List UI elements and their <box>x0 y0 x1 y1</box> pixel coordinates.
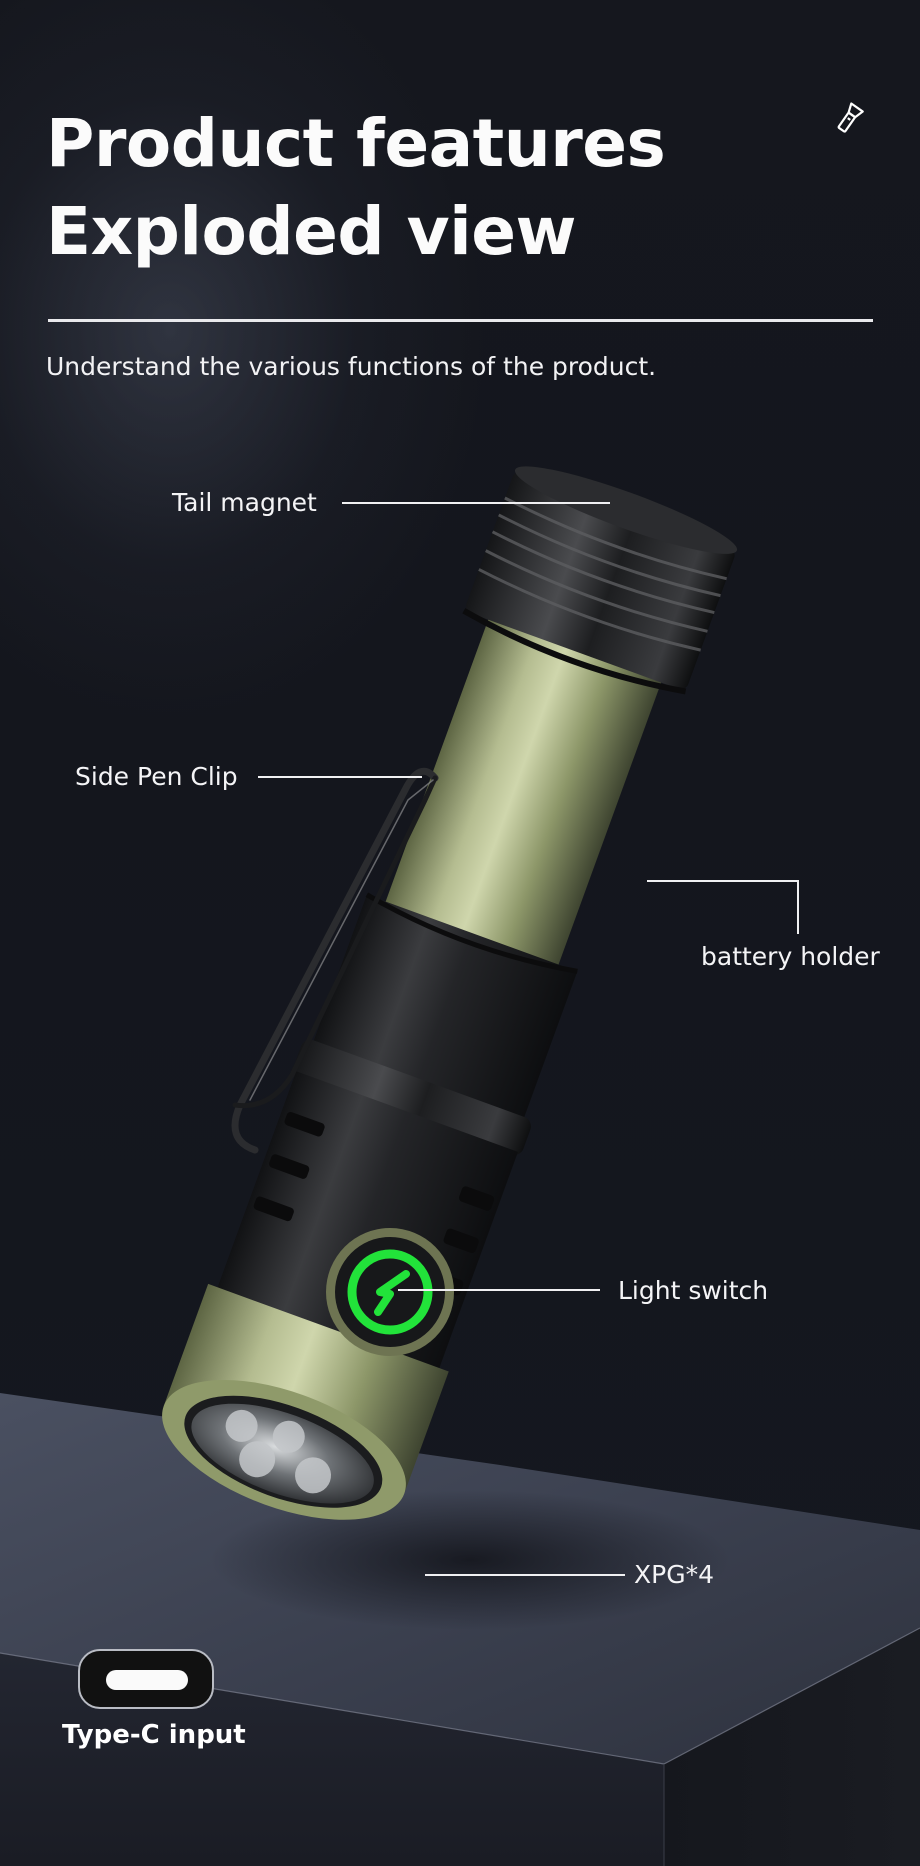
pen-clip <box>231 767 439 1154</box>
callout-label-light-switch: Light switch <box>618 1276 769 1305</box>
callout-leader-tail-magnet <box>342 502 610 504</box>
callout-label-xpg: XPG*4 <box>634 1560 714 1589</box>
header-divider <box>48 319 873 322</box>
tail-cap <box>462 466 738 695</box>
page-subtitle: Understand the various functions of the … <box>46 352 657 381</box>
callout-label-tail-magnet: Tail magnet <box>172 488 317 517</box>
bezel <box>162 1283 449 1520</box>
light-switch-button <box>326 1228 454 1356</box>
flashlight-product <box>162 466 738 1520</box>
flashlight-icon <box>837 102 864 133</box>
collar <box>293 892 578 1156</box>
title-line-1: Product features <box>46 105 666 182</box>
callout-label-side-pen-clip: Side Pen Clip <box>75 762 238 791</box>
callout-leader-battery-holder-h <box>647 880 799 882</box>
callout-leader-battery-holder-v <box>797 880 799 934</box>
callout-leader-light-switch <box>398 1289 600 1291</box>
callout-leader-side-pen-clip <box>258 776 422 778</box>
typec-input-label: Type-C input <box>62 1720 246 1750</box>
callout-label-battery-holder: battery holder <box>701 942 880 971</box>
callout-leader-xpg <box>425 1574 625 1576</box>
display-platform <box>0 1393 920 1866</box>
page-title: Product features Exploded view <box>46 100 666 276</box>
usb-c-port-icon <box>78 1649 214 1709</box>
usb-c-slot <box>106 1670 188 1690</box>
title-line-2: Exploded view <box>46 193 576 270</box>
